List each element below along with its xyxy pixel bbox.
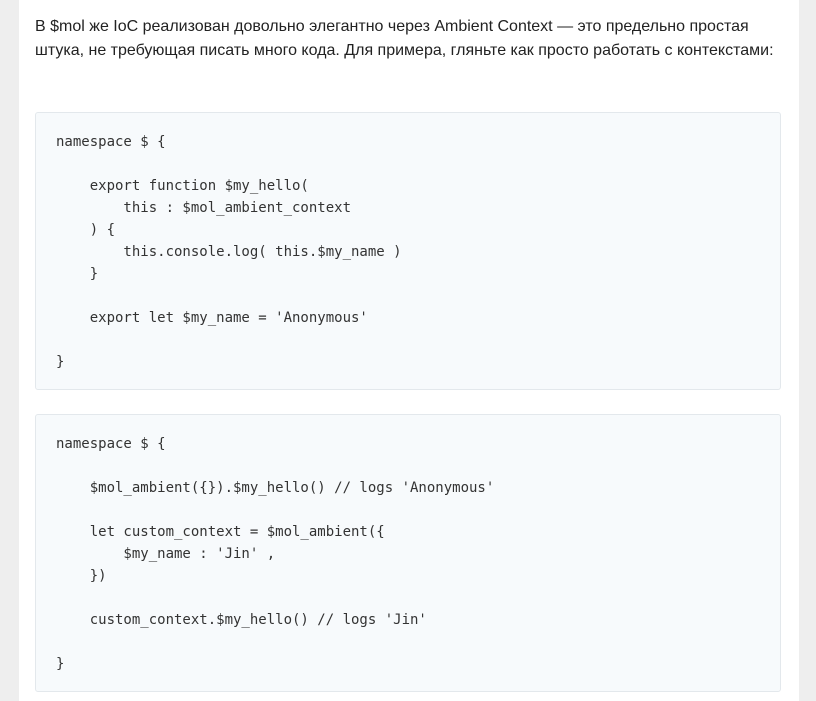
code-listing[interactable]: namespace $ { $mol_ambient({}).$my_hello… — [56, 436, 495, 672]
code-block-ambient-context-usage: namespace $ { $mol_ambient({}).$my_hello… — [35, 414, 781, 692]
article-paragraph: В $mol же IoC реализован довольно элеган… — [35, 18, 774, 59]
code-block-ambient-context-definition: namespace $ { export function $my_hello(… — [35, 112, 781, 390]
code-listing[interactable]: namespace $ { export function $my_hello(… — [56, 134, 402, 370]
article-body: В $mol же IoC реализован довольно элеган… — [19, 0, 799, 701]
